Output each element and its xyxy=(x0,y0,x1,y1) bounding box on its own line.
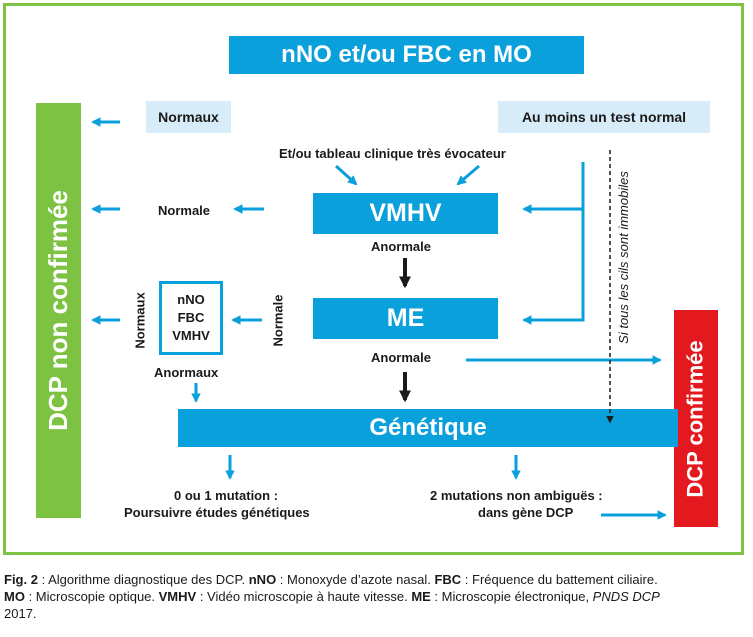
caption-intro: : Algorithme diagnostique des DCP. xyxy=(37,572,249,587)
normaux-top-box: Normaux xyxy=(146,101,231,133)
normale-left-label: Normale xyxy=(158,203,211,218)
caption-term-mo: MO xyxy=(4,589,25,604)
me-label: ME xyxy=(386,304,425,332)
caption-term-vmhv: VMHV xyxy=(158,589,197,604)
caption-term-nno: nNO xyxy=(248,572,277,587)
me-box: ME xyxy=(313,298,498,339)
figure-caption: Fig. 2 : Algorithme diagnostique des DCP… xyxy=(4,571,752,622)
caption-fig: Fig. 2 xyxy=(4,572,38,587)
genetique-label: Génétique xyxy=(369,414,487,441)
anormale-label-1: Anormale xyxy=(371,239,431,254)
tests-box-nno: nNO xyxy=(177,292,205,307)
diagram-frame xyxy=(3,3,744,555)
arrows-layer xyxy=(91,117,667,520)
title-box: nNO et/ou FBC en MO xyxy=(229,36,584,74)
dcp-non-confirmee-bar: DCP non confirmée xyxy=(36,103,81,518)
dcp-confirmee-bar: DCP confirmée xyxy=(674,310,718,527)
caption-def-nno: : Monoxyde d’azote nasal. xyxy=(276,572,435,587)
connector-right xyxy=(522,162,585,325)
vmhv-label: VMHV xyxy=(369,199,442,227)
caption-def-me: : Microscopie électronique, xyxy=(430,589,593,604)
vmhv-box: VMHV xyxy=(313,193,498,234)
caption-source: PNDS DCP xyxy=(592,589,660,604)
caption-def-vmhv: : Vidéo microscopie à haute vitesse. xyxy=(196,589,412,604)
caption-def-mo: : Microscopie optique. xyxy=(24,589,159,604)
arrow-tableau-right xyxy=(456,164,480,186)
tests-box: nNO FBC VMHV xyxy=(159,281,223,355)
mutation-0-1-line2: Poursuivre études génétiques xyxy=(124,505,310,520)
mutation-2-line2: dans gène DCP xyxy=(478,505,574,520)
arrow-tableau-left xyxy=(334,164,358,186)
normaux-top-label: Normaux xyxy=(158,109,219,125)
caption-def-fbc: : Fréquence du battement ciliaire. xyxy=(461,572,658,587)
et-ou-tableau-label: Et/ou tableau clinique très évocateur xyxy=(279,146,506,161)
tests-box-fbc: FBC xyxy=(177,310,205,325)
caption-term-me: ME xyxy=(411,589,431,604)
mutation-0-1-line1: 0 ou 1 mutation : xyxy=(174,488,278,503)
mutation-2-line1: 2 mutations non ambiguës : xyxy=(430,488,603,503)
caption-year: 2017. xyxy=(4,606,37,621)
title-label: nNO et/ou FBC en MO xyxy=(281,41,532,68)
genetique-box: Génétique xyxy=(178,409,678,447)
au-moins-box: Au moins un test normal xyxy=(498,101,710,133)
anormale-label-2: Anormale xyxy=(371,350,431,365)
tests-box-vmhv: VMHV xyxy=(172,328,210,343)
anormaux-label: Anormaux xyxy=(154,365,219,380)
caption-term-fbc: FBC xyxy=(434,572,462,587)
au-moins-label: Au moins un test normal xyxy=(521,109,687,125)
